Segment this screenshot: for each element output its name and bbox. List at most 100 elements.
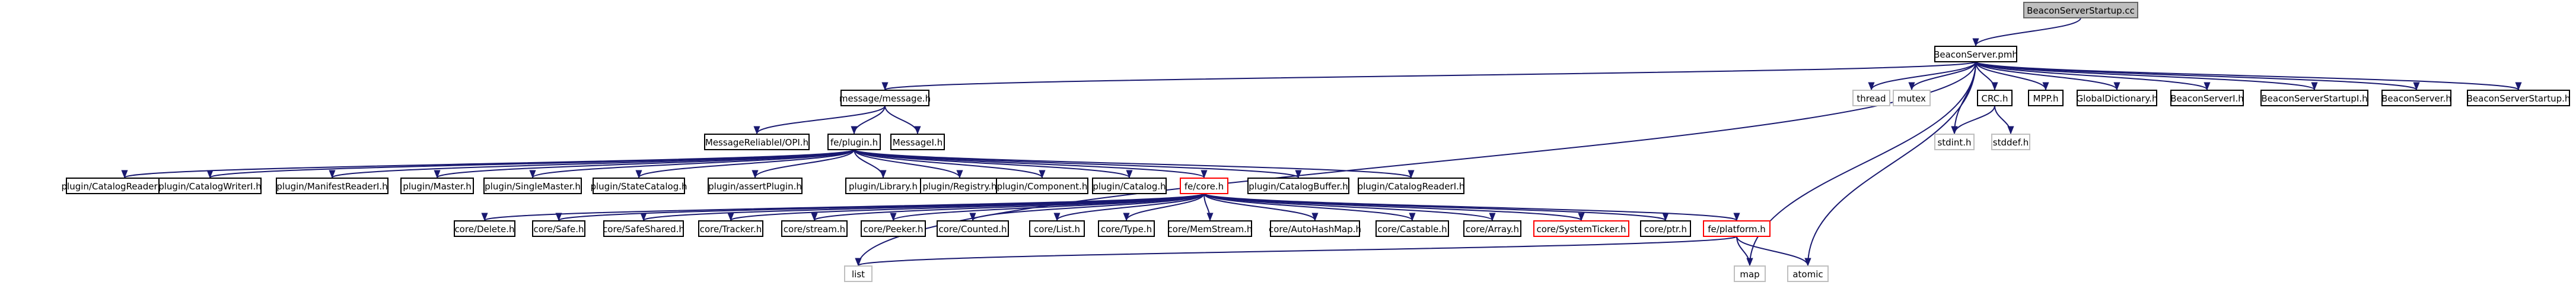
node-label: core/Delete.h [454,224,514,235]
node-label: core/stream.h [784,224,845,235]
node-crc-h[interactable]: CRC.h [1977,90,2013,106]
edge-fe_platform_h-to-map [1736,236,1753,267]
node-map: map [1734,265,1766,282]
node-box [1098,220,1155,237]
node-label: core/Castable.h [1377,224,1447,235]
node-core-safe-shared-h[interactable]: core/SafeShared.h [603,220,684,237]
node-label: core/Array.h [1466,224,1519,235]
node-box [400,178,474,194]
edge-fe_platform_h-to-atomic [1736,236,1811,267]
node-beacon-server-pmh[interactable]: BeaconServer.pmh [1934,46,2018,62]
node-label: stddef.h [1993,137,2029,148]
edge-fe_core_h-to-fe_platform_h [1203,193,1740,221]
node-box [827,134,881,150]
node-core-safe-h[interactable]: core/Safe.h [532,220,585,237]
node-plugin-manifest-reader-i-h[interactable]: plugin/ManifestReaderI.h [276,178,389,194]
node-box [844,265,873,282]
node-label: plugin/CatalogWriterI.h [158,181,262,192]
node-core-castable-h[interactable]: core/Castable.h [1375,220,1449,237]
node-plugin-catalog-writer-i-h[interactable]: plugin/CatalogWriterI.h [158,178,262,194]
node-plugin-library-h[interactable]: plugin/Library.h [845,178,921,194]
node-plugin-assert-plugin-h[interactable]: plugin/assertPlugin.h [708,178,803,194]
node-label: plugin/ManifestReaderI.h [276,181,387,192]
node-box [1533,220,1629,237]
node-label: atomic [1792,269,1823,280]
node-label: core/Peeker.h [864,224,924,235]
node-label: fe/core.h [1184,181,1224,192]
node-plugin-catalog-h[interactable]: plugin/Catalog.h [1092,178,1167,194]
node-root[interactable]: BeaconServerStartup.cc [2023,2,2138,18]
node-core-ptr-h[interactable]: core/ptr.h [1640,220,1691,237]
node-global-dictionary-h[interactable]: GlobalDictionary.h [2077,90,2158,106]
node-core-type-h[interactable]: core/Type.h [1098,220,1155,237]
node-box [1640,220,1691,237]
node-core-mem-stream-h[interactable]: core/MemStream.h [1168,220,1253,237]
node-message-message-h[interactable]: message/message.h [839,90,931,106]
edge-fe_plugin_h-to-plugin_catalog_reader_i_h [854,149,1415,179]
edge-fe_plugin_h-to-plugin_state_catalog_h [635,149,855,179]
node-beacon-server-h[interactable]: BeaconServer.h [2381,90,2451,106]
edge-message_message_h-to-fe_plugin_h [851,105,886,135]
node-label: plugin/Master.h [403,181,472,192]
node-core-system-ticker-h[interactable]: core/SystemTicker.h [1533,220,1629,237]
node-label: map [1740,269,1759,280]
node-message-reliable-i-opi-h[interactable]: MessageReliableI/OPI.h [704,134,810,150]
node-label: CRC.h [1982,93,2008,104]
node-beacon-server-i-h[interactable]: BeaconServerI.h [2170,90,2244,106]
node-box [2260,90,2368,106]
node-box [2170,90,2244,106]
node-fe-core-h[interactable]: fe/core.h [1180,178,1228,194]
node-box [1168,220,1252,237]
node-beacon-server-startup-i-h[interactable]: BeaconServerStartupI.h [2260,90,2368,106]
node-plugin-catalog-reader-i-h[interactable]: plugin/CatalogReaderI.h [1358,178,1465,194]
node-box [1270,220,1360,237]
node-label: MessageReliableI/OPI.h [705,137,808,148]
node-core-auto-hash-map-h[interactable]: core/AutoHashMap.h [1269,220,1361,237]
node-core-peeker-h[interactable]: core/Peeker.h [861,220,926,237]
node-box [1703,220,1771,237]
node-label: MessageI.h [893,137,942,148]
node-box [483,178,582,194]
node-mutex: mutex [1893,90,1931,106]
edge-fe_core_h-to-core_counted_h [969,193,1205,221]
node-plugin-state-catalog-h[interactable]: plugin/StateCatalog.h [590,178,687,194]
node-core-list-h[interactable]: core/List.h [1029,220,1085,237]
node-label: core/SafeShared.h [603,224,684,235]
edge-fe_plugin_h-to-plugin_catalog_h [854,149,1133,179]
node-plugin-component-h[interactable]: plugin/Component.h [996,178,1088,194]
node-core-delete-h[interactable]: core/Delete.h [454,220,515,237]
edge-message_message_h-to-message_reliable_i_opi_h [753,105,886,135]
node-plugin-registry-h[interactable]: plugin/Registry.h [920,178,999,194]
edge-fe_plugin_h-to-plugin_assert_plugin_h [752,149,855,179]
node-core-tracker-h[interactable]: core/Tracker.h [698,220,763,237]
node-box [454,220,515,237]
node-plugin-catalog-buffer-h[interactable]: plugin/CatalogBuffer.h [1247,178,1349,194]
node-plugin-single-master-h[interactable]: plugin/SingleMaster.h [483,178,582,194]
node-fe-platform-h[interactable]: fe/platform.h [1703,220,1771,237]
node-box [1247,178,1349,194]
node-box [996,178,1088,194]
edge-beacon_server_pmh-to-atomic [1804,61,1976,267]
edge-fe_core_h-to-core_safe_shared_h [640,193,1205,221]
edge-fe_plugin_h-to-plugin_manifest_reader_i_h [329,149,855,179]
edge-beacon_server_pmh-to-beacon_server_i_h [1975,61,2211,91]
node-label: core/Tracker.h [700,224,762,235]
edge-fe_core_h-to-core_auto_hash_map_h [1203,193,1319,221]
node-fe-plugin-h[interactable]: fe/plugin.h [827,134,881,150]
node-box [603,220,684,237]
node-box [2467,90,2570,106]
edge-fe_core_h-to-core_mem_stream_h [1203,193,1214,221]
edge-crc_h-to-stdint_h [1951,105,1995,135]
node-box [937,220,1009,237]
node-core-stream-h[interactable]: core/stream.h [781,220,848,237]
node-mpp-h[interactable]: MPP.h [2028,90,2064,106]
edge-fe_plugin_h-to-plugin_component_h [854,149,1046,179]
node-label: GlobalDictionary.h [2077,93,2158,104]
node-box [1358,178,1464,194]
node-messagei-h[interactable]: MessageI.h [890,134,945,150]
node-core-counted-h[interactable]: core/Counted.h [937,220,1009,237]
node-beacon-server-startup-h[interactable]: BeaconServerStartup.h [2467,90,2571,106]
node-label: plugin/SingleMaster.h [485,181,581,192]
node-plugin-master-h[interactable]: plugin/Master.h [400,178,474,194]
node-core-array-h[interactable]: core/Array.h [1463,220,1521,237]
